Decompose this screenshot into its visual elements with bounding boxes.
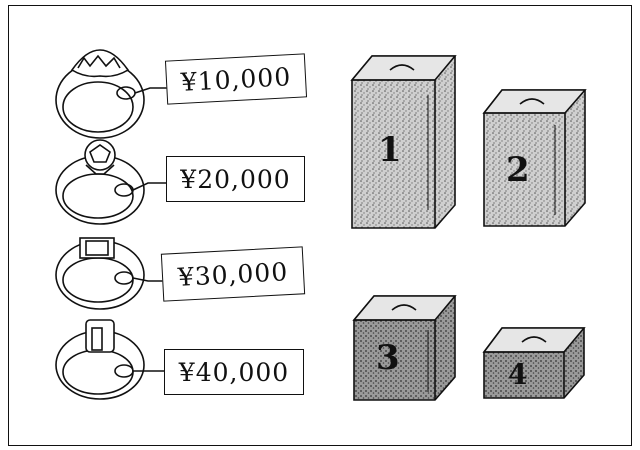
box-1-icon [350,55,457,229]
figure-frame [8,5,632,446]
price-tag-3: ¥30,000 [160,246,306,302]
ring-3-icon [55,237,164,310]
box-4-label: 4 [508,358,528,391]
box-2-icon [482,89,587,227]
ring-1-icon [55,49,168,139]
box-1-label: 1 [378,130,402,170]
box-3-label: 3 [376,338,400,378]
box-2-label: 2 [506,150,530,190]
price-tag-1: ¥10,000 [164,53,308,105]
box-4-icon [482,327,586,399]
price-tag-4: ¥40,000 [164,349,304,395]
price-tag-2: ¥20,000 [166,156,305,202]
ring-2-icon [55,139,168,225]
box-3-icon [352,295,457,401]
ring-4-icon [55,319,164,400]
